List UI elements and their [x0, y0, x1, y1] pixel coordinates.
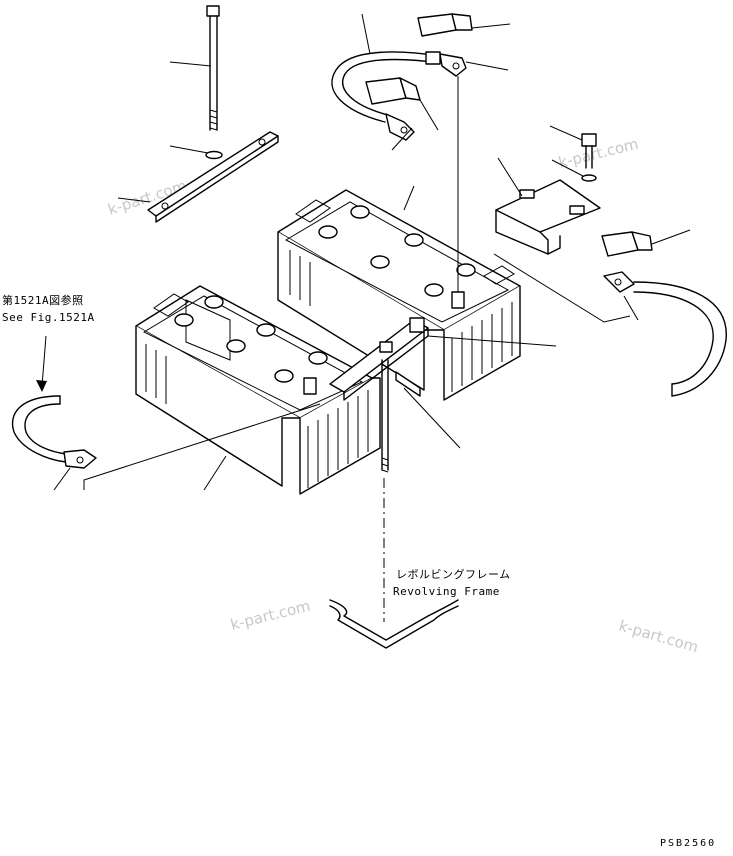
bracket-bolt	[549, 125, 597, 169]
battery-cable-left	[11, 395, 321, 491]
terminal-cover-top	[417, 13, 511, 37]
watermark-bottom-center: k-part.com	[229, 597, 313, 634]
frame-label-ja: レボルビングフレーム	[396, 567, 511, 581]
leader-bracket-cable	[493, 253, 631, 323]
terminal-cover-right	[601, 229, 691, 257]
leader-terminal-clamp	[465, 61, 509, 71]
battery-cable-right	[603, 271, 727, 397]
reference-arrow	[36, 335, 47, 392]
washer	[169, 145, 223, 160]
battery-clamp-bar	[329, 317, 557, 449]
watermark-top-right: k-part.com	[557, 135, 641, 172]
frame-bolt	[381, 359, 389, 622]
battery-cable-upper	[331, 13, 467, 141]
hook-bolt	[169, 5, 220, 131]
reference-label-ja: 第1521A図参照	[2, 293, 84, 307]
terminal-cover-middle	[365, 77, 439, 131]
battery-front	[135, 285, 381, 495]
battery-hold-down-bar	[117, 131, 279, 223]
revolving-frame-outline	[329, 599, 459, 649]
drawing-code: PSB2560	[660, 838, 716, 849]
reference-label-en: See Fig.1521A	[2, 311, 95, 324]
leader-clamp-bolt	[391, 127, 413, 151]
frame-label-en: Revolving Frame	[393, 585, 500, 598]
battery-rear	[277, 76, 521, 401]
battery-bracket	[495, 157, 601, 255]
watermark-bottom-right: k-part.com	[617, 617, 700, 657]
bracket-washer	[551, 159, 597, 182]
